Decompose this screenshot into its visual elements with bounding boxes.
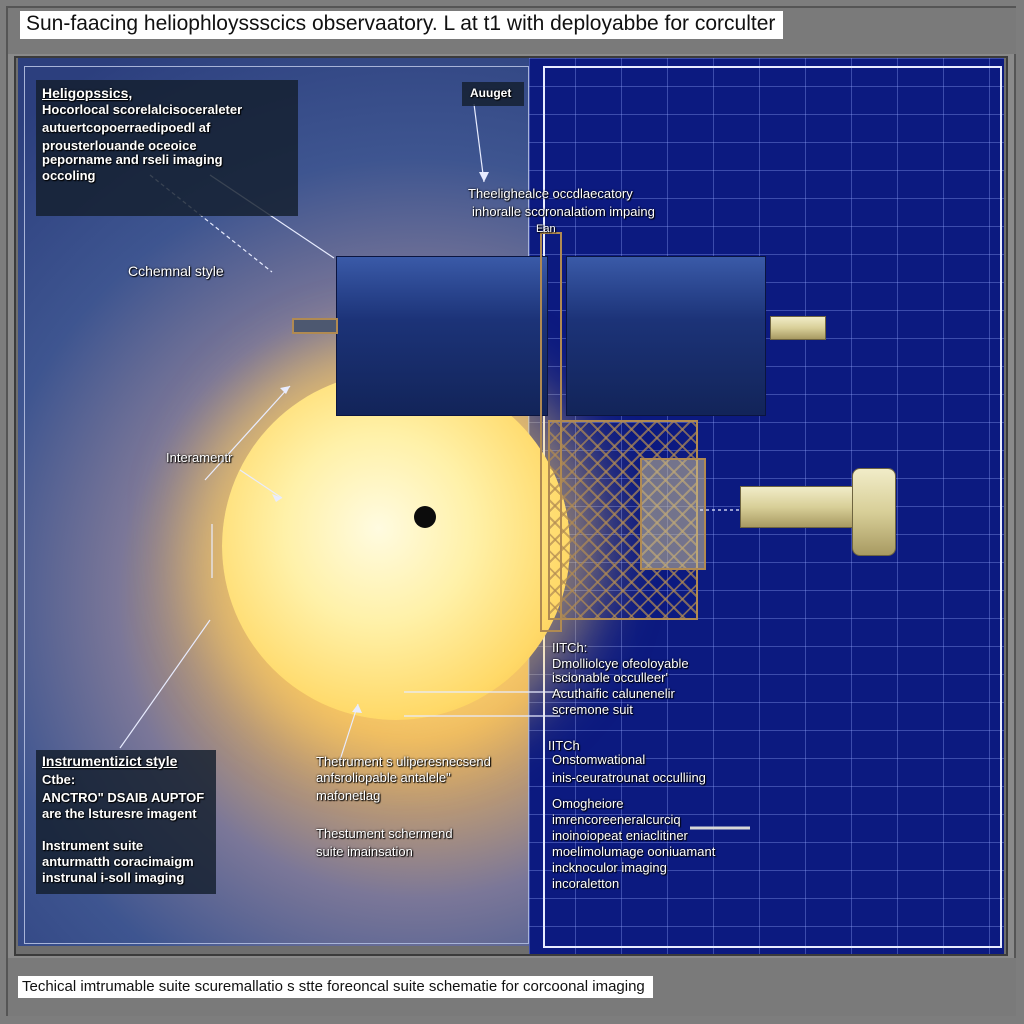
solar-panel-right <box>566 256 766 416</box>
occulter-disk <box>852 468 896 556</box>
augret-tag <box>462 82 524 106</box>
right-label-line: Acuthaific calunenelir <box>552 686 675 701</box>
right-label-line: inis-ceuratrounat occulliing <box>552 770 706 785</box>
leader-arc-1 <box>204 385 291 481</box>
arrowhead-1 <box>280 386 290 394</box>
right-label-line: incoraletton <box>552 876 620 891</box>
augret-label: Auuget <box>470 86 512 100</box>
solar-panel-left <box>336 256 548 416</box>
callout-line: instrunal i-soll imaging <box>42 870 185 885</box>
leader-internal <box>239 469 283 499</box>
callout-line: peporname and rseli imaging <box>42 152 223 167</box>
footer-caption: Techical imtrumable suite scuremallatio … <box>18 976 653 998</box>
right-label-line: iscionable occulleer' <box>552 670 668 685</box>
callout-box-bottom-left <box>36 750 216 894</box>
occulter-boom <box>740 486 862 528</box>
bottom-center-line: anfsroliopable antalele" <box>316 770 451 785</box>
right-label-line: Dmolliolcye ofeoloyable <box>552 656 689 671</box>
arrowhead-2 <box>479 172 489 182</box>
arrowhead-4 <box>352 704 362 713</box>
sunspot <box>414 506 436 528</box>
diagram-title: Sun-faacing heliophloyssscics observaato… <box>20 11 784 39</box>
leader-top-left <box>149 174 273 273</box>
bottom-center-line: suite imainsation <box>316 844 413 859</box>
left-instrument-arm <box>292 318 338 334</box>
schematic-style-label: Cchemnal style <box>128 263 224 279</box>
callout-line: autuertcopoerraedipoedl af <box>42 120 211 135</box>
right-label-line: moelimolumage ooniuamant <box>552 844 716 859</box>
callout-line: Instrument suite <box>42 838 144 853</box>
right-label-line: imrencoreeneralcurciq <box>552 812 681 827</box>
callout-line: are the lsturesre imagent <box>42 806 197 821</box>
bottom-center-line: Thetrument s uliperesnecsend <box>316 754 491 769</box>
callout-line: ANCTRO" DSAIB AUPTOF <box>42 790 205 805</box>
callout-box-top-left <box>36 80 298 216</box>
callout-line: Ctbe: <box>42 772 76 787</box>
leader-arc-3 <box>119 619 211 749</box>
right-label-line: scremone suit <box>552 702 633 717</box>
bottom-center-line: Thestument schermend <box>316 826 453 841</box>
callout-line: anturmatth coracimaigm <box>42 854 194 869</box>
callout-heading-instrument-style: Instrumentizict style <box>42 753 178 769</box>
arrowhead-3 <box>272 494 282 502</box>
bottom-center-line: mafonetlag <box>316 788 381 803</box>
sun <box>222 372 570 720</box>
callout-line: prousterlouande oceoice <box>42 138 197 153</box>
right-label-line: inoinoiopeat eniaclitiner <box>552 828 688 843</box>
antenna-stub <box>770 316 826 340</box>
top-center-line: inhoralle scoronalatiom impaing <box>472 204 655 219</box>
top-center-line: Theelighealce occdlaecatory <box>468 186 633 201</box>
leader-augret <box>473 103 485 183</box>
right-label-line: Omogheiore <box>552 796 624 811</box>
callout-line: occoling <box>42 168 96 183</box>
right-label-line: incknoculor imaging <box>552 860 667 875</box>
callout-line: Hocorlocal scorelalcisoceraleter <box>42 102 243 117</box>
right-label-line: IITCh: <box>552 640 588 655</box>
bus-frame <box>640 458 706 570</box>
internal-label: Interamentr <box>166 450 233 465</box>
right-label-line: IITCh <box>548 738 580 753</box>
callout-heading-heliophysics: Heligopssics, <box>42 85 133 101</box>
right-label-line: Onstomwational <box>552 752 646 767</box>
top-center-line: Ean <box>536 223 556 235</box>
leader-arc-4 <box>339 703 359 761</box>
